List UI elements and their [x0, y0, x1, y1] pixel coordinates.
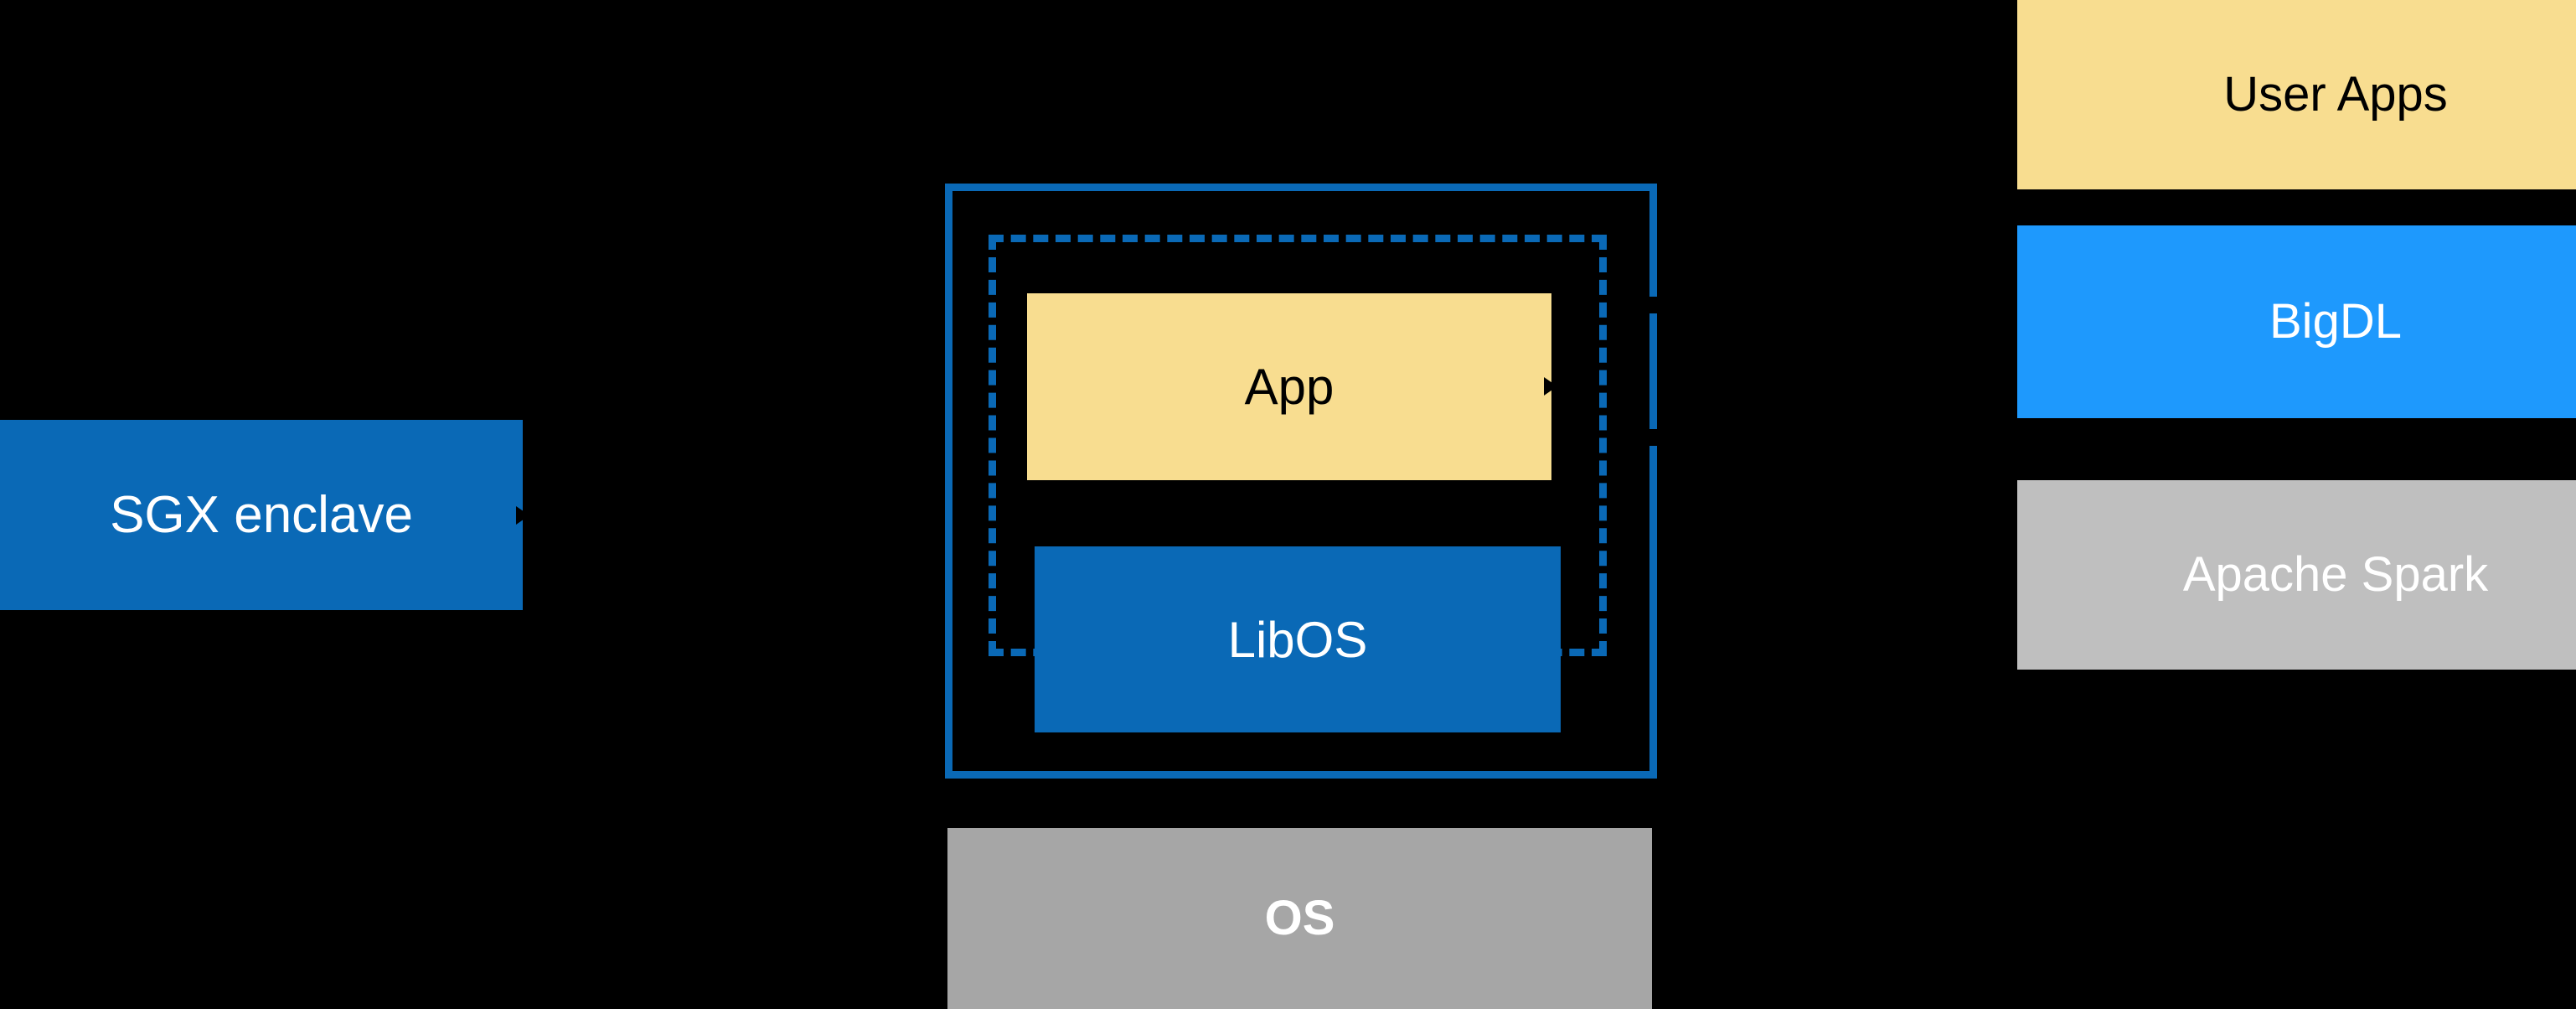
- bigdl-label: BigDL: [2269, 293, 2402, 349]
- apache-spark-box[interactable]: Apache Spark: [2017, 480, 2576, 670]
- enclave-boundary-notch-lower: [1648, 429, 1658, 446]
- libos-label: LibOS: [1227, 611, 1368, 668]
- app-arrow-icon: [1544, 377, 1557, 396]
- app-label: App: [1244, 359, 1334, 415]
- user-apps-label: User Apps: [2223, 66, 2448, 122]
- os-label: OS: [1264, 890, 1335, 945]
- bigdl-box[interactable]: BigDL: [2017, 225, 2576, 418]
- app-box[interactable]: App: [1027, 293, 1551, 480]
- sgx-enclave-label: SGX enclave: [110, 485, 413, 544]
- os-box[interactable]: OS: [947, 828, 1652, 1009]
- sgx-enclave-arrow-icon: [516, 506, 529, 525]
- enclave-outer-boundary: [945, 184, 1657, 779]
- apache-spark-label: Apache Spark: [2182, 546, 2489, 602]
- sgx-enclave-box[interactable]: SGX enclave: [0, 420, 523, 610]
- enclave-boundary-notch-upper: [1648, 297, 1658, 313]
- user-apps-box[interactable]: User Apps: [2017, 0, 2576, 189]
- libos-box[interactable]: LibOS: [1035, 546, 1561, 732]
